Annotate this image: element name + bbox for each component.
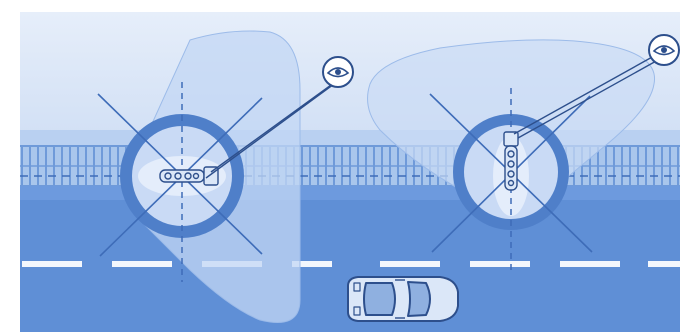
road-shoulder <box>20 186 680 200</box>
car-icon <box>348 277 458 321</box>
lamp-right <box>504 132 518 190</box>
eye-icon <box>649 35 679 65</box>
eye-icon <box>323 57 353 87</box>
